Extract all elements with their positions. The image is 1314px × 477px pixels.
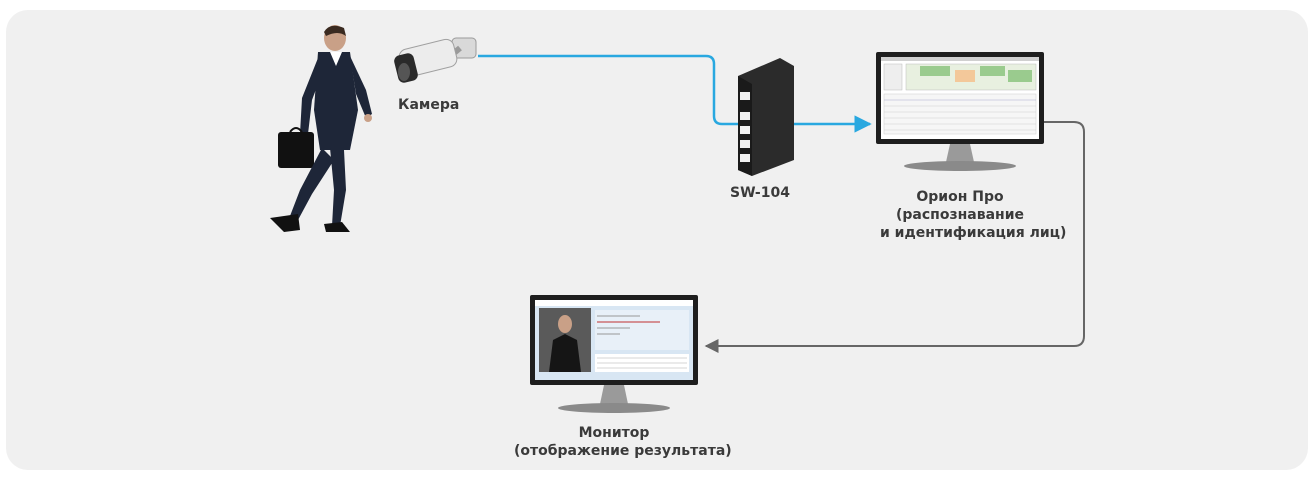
server-label-line3: и идентификация лиц) [880,225,1067,241]
server-label-line2: (распознавание [896,207,1024,223]
camera-to-switch-link [478,54,742,126]
result-monitor-icon [530,295,698,413]
camera-icon [394,37,477,83]
monitor-label-line1: Монитор [578,425,650,441]
person-icon [270,25,372,232]
server-label: Орион Про (распознавание и идентификация… [880,188,1067,242]
diagram-panel [6,10,1308,470]
server-label-line1: Орион Про [916,189,1004,205]
switch-label: SW-104 [730,185,790,201]
monitor-label: Монитор (отображение результата) [514,424,732,460]
monitor-label-line2: (отображение результата) [514,443,732,459]
switch-icon [738,58,794,176]
camera-label: Камера [398,97,460,113]
server-monitor-icon [876,52,1044,171]
server-to-monitor-link [704,121,1085,353]
